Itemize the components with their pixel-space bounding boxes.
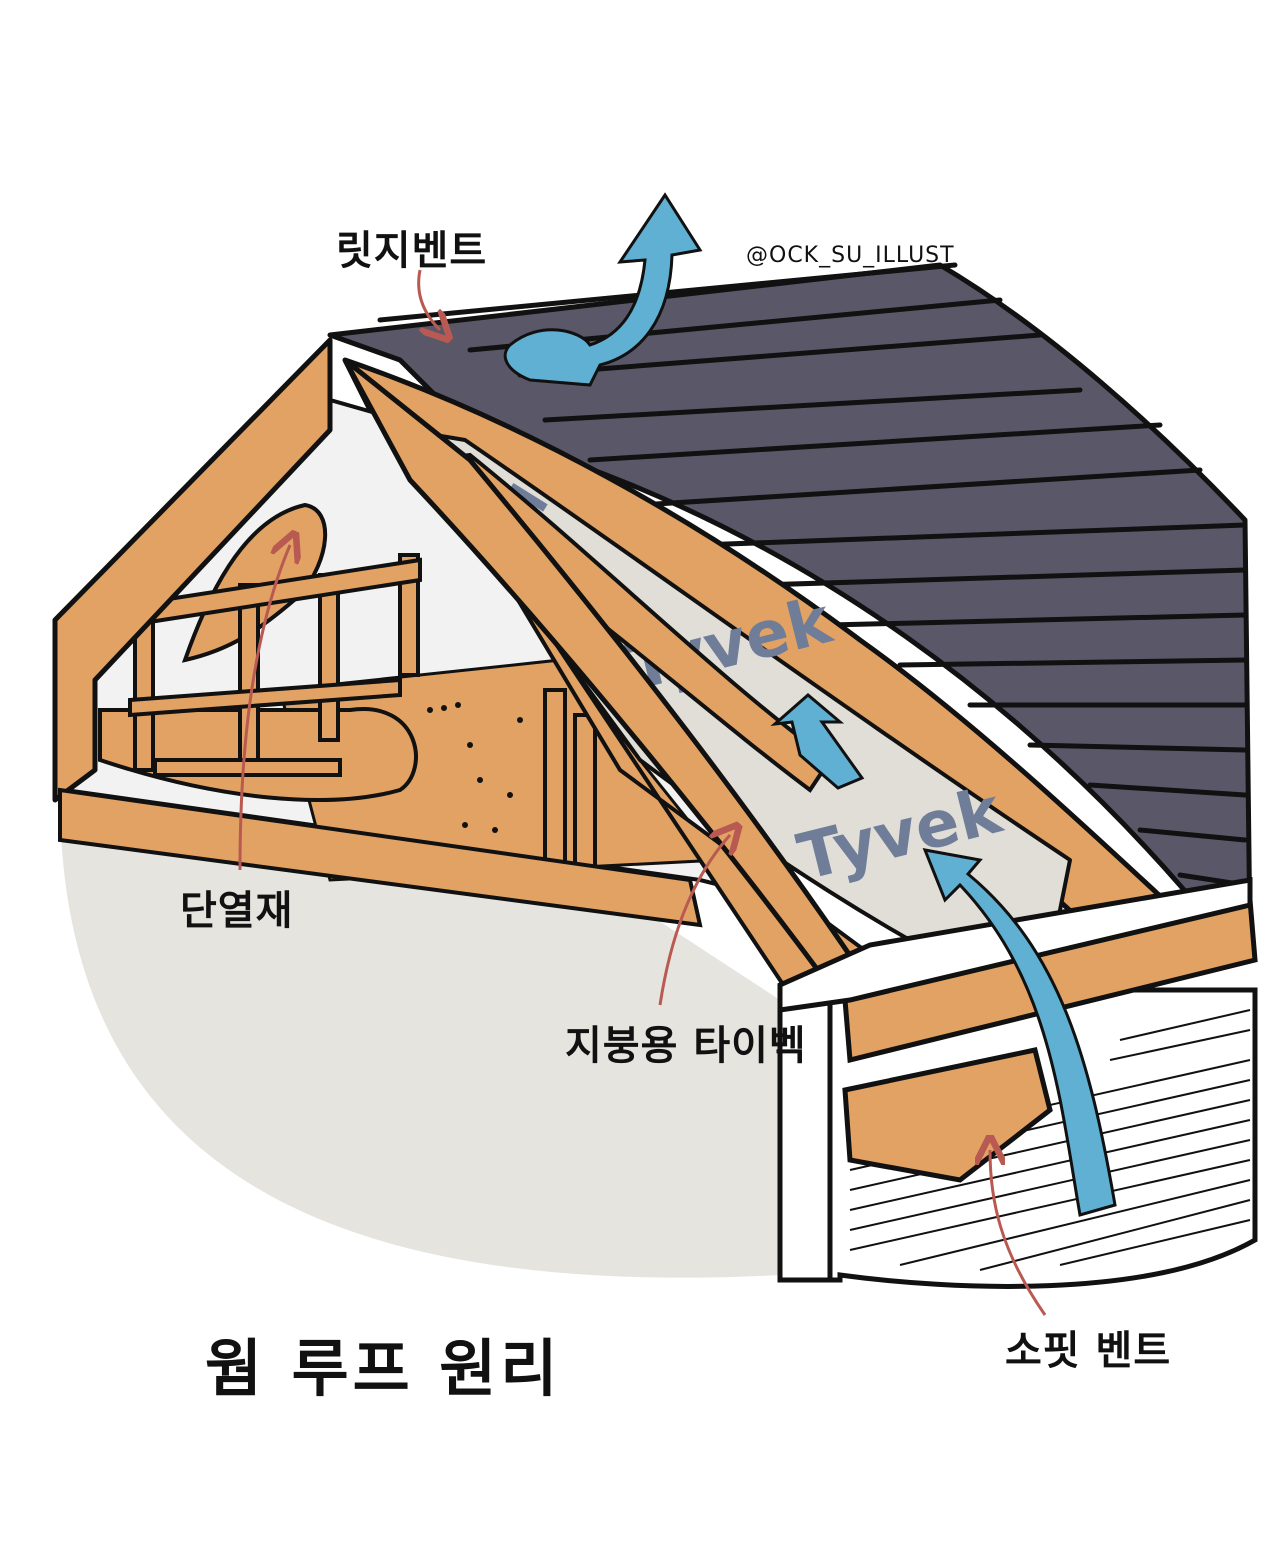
callout-arrow-soffit xyxy=(990,1150,1047,1316)
attic-framing xyxy=(128,553,597,872)
airflow-mid-arrow xyxy=(770,693,865,790)
ground-shadow xyxy=(60,795,780,1278)
airflow-soffit-arrow xyxy=(922,848,1117,1217)
label-insulation: 단열재 xyxy=(180,888,294,934)
callout-arrow-ridge xyxy=(417,269,440,330)
left-rafter xyxy=(52,337,333,803)
label-roof-tyvek: 지붕용 타이벡 xyxy=(565,1023,807,1069)
credit-handle: @OCK_SU_ILLUST xyxy=(746,243,955,268)
label-ridge-vent: 릿지벤트 xyxy=(336,228,488,274)
corner-trim xyxy=(777,997,833,1283)
deck-screw-holes xyxy=(427,702,523,833)
label-soffit-vent: 소핏 벤트 xyxy=(1005,1328,1172,1374)
airflow-ridge-arrow xyxy=(503,192,703,387)
bottom-plate xyxy=(58,787,703,928)
callout-arrow-insulation xyxy=(238,545,290,871)
callout-arrow-tyvek xyxy=(658,835,730,1006)
shingle-lines xyxy=(377,262,1248,888)
page-title: 웜 루프 원리 xyxy=(205,1332,562,1405)
